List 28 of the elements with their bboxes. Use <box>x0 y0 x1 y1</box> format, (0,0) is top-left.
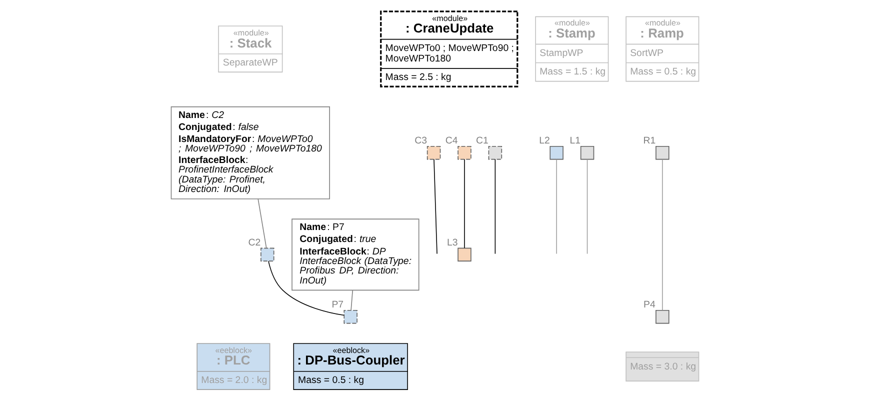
node-label: C3 <box>414 136 427 147</box>
node-box: Name: C2 Conjugated: false IsMandatoryFor: MoveWPTo0 ; MoveWPTo90 ; MoveWPTo180 InterfaceBlock: ProfinetInterfaceBlock (DataType: Profinet, Direction: InOut) <box>170 106 330 200</box>
node-box <box>343 310 357 324</box>
node-box <box>655 146 669 160</box>
node-label: L3 <box>446 237 458 248</box>
node-label: C1 <box>476 136 488 147</box>
node-box <box>457 146 471 160</box>
connector <box>257 198 266 248</box>
connector <box>350 290 353 311</box>
node-label: C4 <box>444 136 458 147</box>
node-box <box>260 248 274 262</box>
connector <box>433 158 437 254</box>
node-box <box>457 248 471 262</box>
node-box <box>426 146 440 160</box>
node-label: P7 <box>331 300 344 311</box>
node-label: C2 <box>248 237 260 248</box>
node-label: R1 <box>642 136 656 147</box>
node-box <box>655 310 669 324</box>
node-box <box>580 146 594 160</box>
node-label: L2 <box>538 136 550 147</box>
node-box <box>549 146 563 160</box>
connector <box>586 158 588 254</box>
connector <box>268 260 344 316</box>
node-label: L1 <box>569 136 580 147</box>
connector <box>494 158 496 254</box>
node-box: Name: P7 Conjugated: true InterfaceBlock: DP InterfaceBlock (DataType: Profibus DP, Direction: InOut) <box>291 218 419 291</box>
node-label: P4 <box>643 300 655 311</box>
node-box <box>488 146 502 160</box>
